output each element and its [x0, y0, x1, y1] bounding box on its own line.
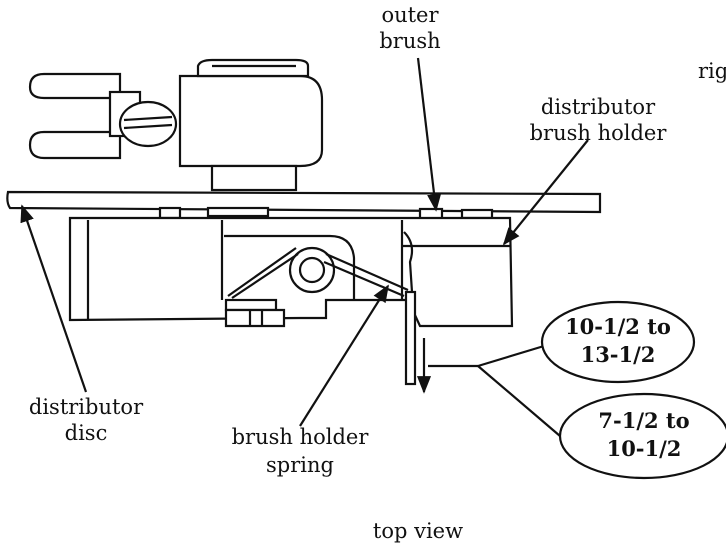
- view-caption: top view: [373, 519, 463, 543]
- leader-lines: [20, 57, 589, 437]
- distributor-disc-label-1: distributor: [29, 395, 144, 419]
- distributor-brush-holder-label-2: brush holder: [530, 121, 668, 145]
- clevis-assembly: [28, 58, 324, 192]
- distributor-disc-plate: [6, 190, 602, 221]
- outer-brush-label-2: brush: [379, 29, 440, 53]
- callout-lower-line-1: 7-1/2 to: [598, 408, 689, 433]
- brush-holder-body: [68, 216, 514, 386]
- callout-lower-oval: [558, 392, 726, 480]
- outer-brush-label-1: outer: [381, 3, 439, 27]
- distributor-brush-holder-label-1: distributor: [541, 95, 656, 119]
- callout-upper-line-2: 13-1/2: [581, 342, 656, 367]
- callout-upper-oval: [540, 300, 696, 384]
- brush-holder-spring-label-2: spring: [266, 453, 334, 477]
- distributor-disc-label-2: disc: [65, 421, 108, 445]
- rig-partial-label: rig: [698, 59, 726, 83]
- callout-upper-line-1: 10-1/2 to: [565, 314, 671, 339]
- brush-holder-spring-label-1: brush holder: [232, 425, 370, 449]
- callout-lower-line-2: 10-1/2: [607, 436, 682, 461]
